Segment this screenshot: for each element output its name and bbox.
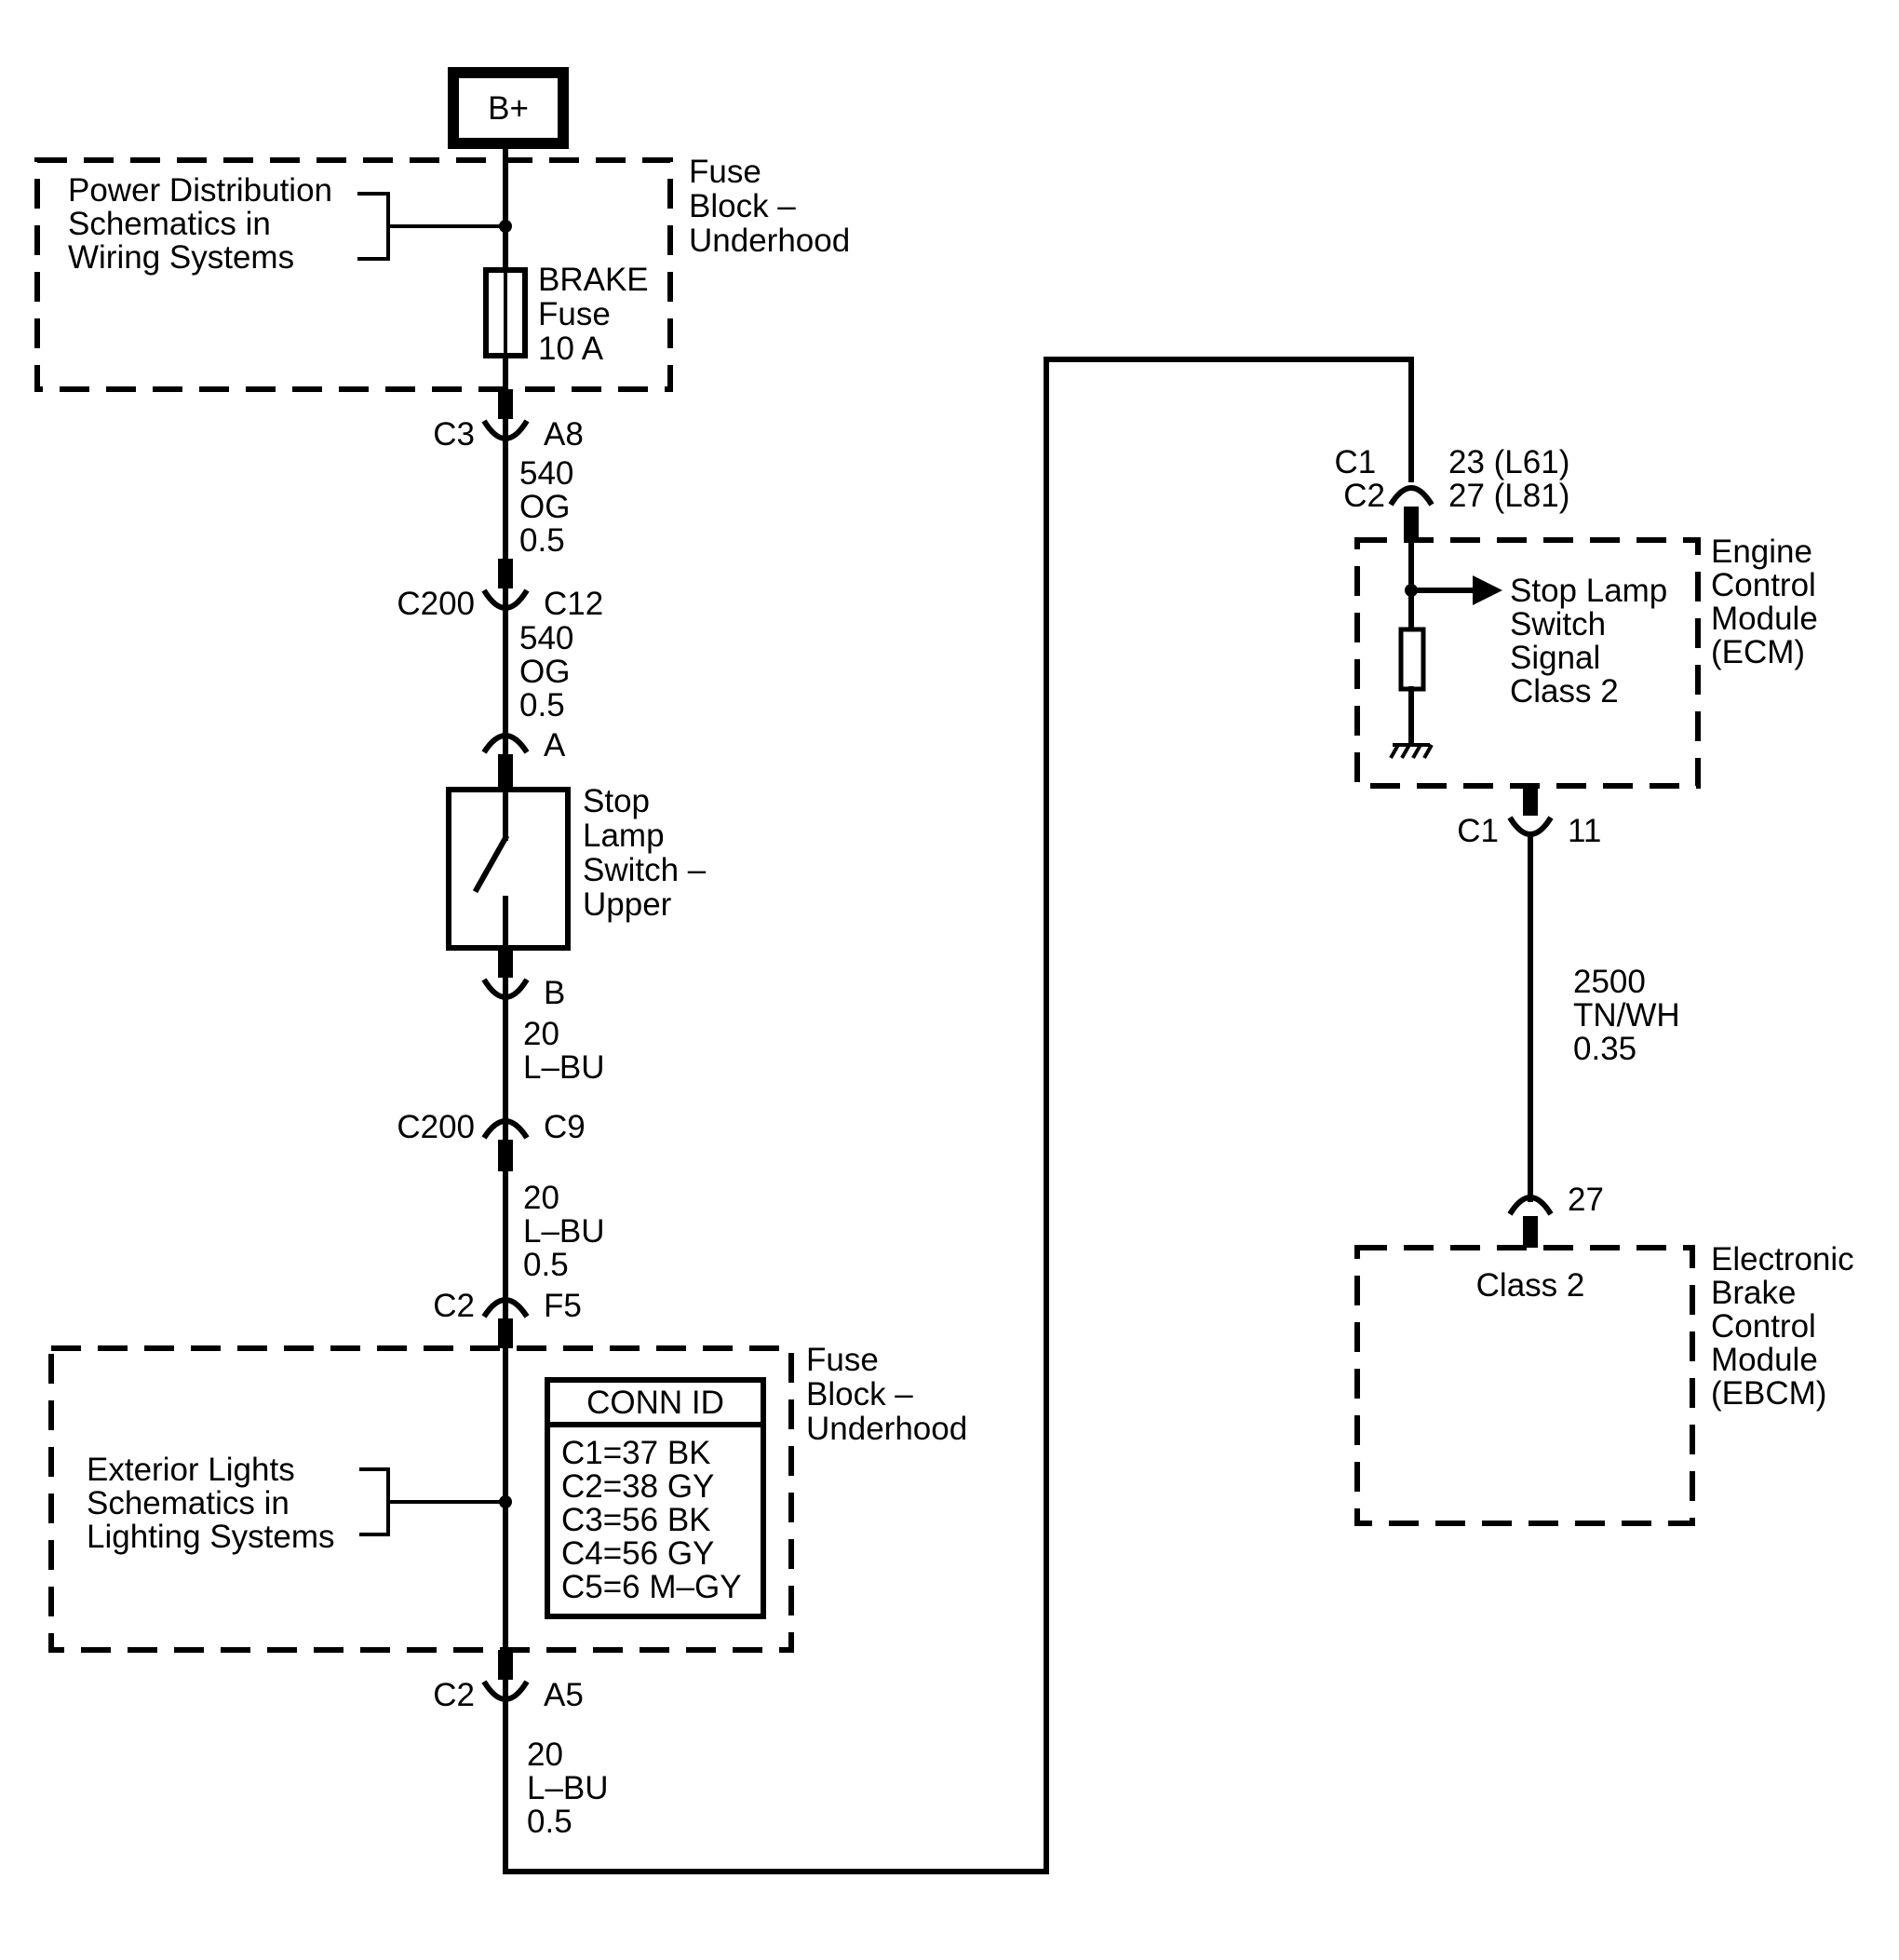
- wire-540-og-lower: 540 OG 0.5: [519, 620, 583, 723]
- svg-text:11: 11: [1568, 813, 1601, 849]
- signal-arrow-icon: [1473, 575, 1502, 605]
- svg-text:C9: C9: [544, 1109, 586, 1145]
- stop-lamp-switch-label: Stop Lamp Switch – Upper: [583, 783, 715, 923]
- svg-text:A: A: [544, 727, 566, 764]
- brake-fuse-label: BRAKE Fuse 10 A: [538, 262, 657, 367]
- conn-id-table: CONN ID C1=37 BK C2=38 GY C3=56 BK C4=56…: [545, 1377, 766, 1619]
- battery-positive-source: B+: [448, 67, 569, 149]
- svg-text:23 (L61) 27 (L81): 23 (L61) 27 (L81): [1448, 444, 1579, 514]
- wire-540-og-upper: 540 OG 0.5: [519, 455, 583, 559]
- ebcm-title: Electronic Brake Control Module (EBCM): [1711, 1241, 1863, 1412]
- conn-id-rows: C1=37 BK C2=38 GY C3=56 BK C4=56 GY C5=6…: [561, 1435, 742, 1605]
- stop-lamp-switch-pin-b: B: [481, 948, 565, 1011]
- svg-text:F5: F5: [544, 1288, 582, 1324]
- reference-bracket-top: [357, 192, 505, 261]
- stop-lamp-switch-upper: [446, 787, 571, 951]
- svg-text:C200: C200: [397, 1109, 475, 1145]
- fuse-block-underhood-top: Fuse Block – Underhood Power Distributio…: [34, 154, 850, 392]
- svg-text:C1 C2: C1 C2: [1335, 444, 1385, 514]
- connector-c200-c9: C200 C9: [397, 1109, 586, 1171]
- exterior-lights-reference: Exterior Lights Schematics in Lighting S…: [87, 1452, 335, 1555]
- fuse-block-top-title: Fuse Block – Underhood: [689, 154, 850, 259]
- connector-c2-a5: C2 A5: [433, 1650, 584, 1713]
- brake-fuse-icon: [483, 267, 528, 358]
- power-distribution-reference: Power Distribution Schematics in Wiring …: [68, 172, 342, 276]
- svg-text:C12: C12: [544, 586, 603, 622]
- svg-text:C3: C3: [433, 416, 475, 453]
- wire-20-lbu-middle: 20 L–BU 0.5: [523, 1180, 613, 1283]
- fuse-block-underhood-bottom: Fuse Block – Underhood Exterior Lights S…: [48, 1342, 967, 1653]
- resistor-icon: [1398, 627, 1426, 692]
- b-plus-label: B+: [488, 90, 529, 127]
- wire-20-lbu-lower: 20 L–BU 0.5: [527, 1737, 617, 1840]
- connector-ebcm-27: 27: [1507, 1182, 1604, 1248]
- reference-bracket-bottom: [359, 1467, 505, 1536]
- connector-c3-a8: C3 A8: [433, 389, 584, 453]
- connector-c200-c12: C200 C12: [397, 559, 603, 622]
- ecm-input-connector: C1 C2 23 (L61) 27 (L81): [1335, 444, 1579, 540]
- svg-text:C2: C2: [433, 1288, 475, 1324]
- ecm-title: Engine Control Module (ECM): [1711, 534, 1827, 670]
- splice-dot-bottom: [499, 1495, 512, 1508]
- wire-2500-tn-wh-label: 2500 TN/WH 0.35: [1573, 964, 1689, 1067]
- svg-text:B: B: [544, 975, 565, 1011]
- svg-text:C2: C2: [433, 1677, 475, 1713]
- svg-text:A5: A5: [544, 1677, 584, 1713]
- switch-contact-icon: [472, 833, 510, 894]
- svg-text:A8: A8: [544, 416, 584, 453]
- connector-c2-f5: C2 F5: [433, 1288, 582, 1348]
- stop-lamp-switch-pin-a: A: [481, 727, 566, 790]
- svg-text:C200: C200: [397, 586, 475, 622]
- fuse-block-bottom-title: Fuse Block – Underhood: [806, 1342, 967, 1447]
- connector-ecm-c1-11: C1 11: [1457, 786, 1601, 849]
- svg-text:C1: C1: [1457, 813, 1499, 849]
- ecm-signal-label: Stop Lamp Switch Signal Class 2: [1510, 573, 1677, 710]
- conn-id-title: CONN ID: [586, 1385, 724, 1421]
- wire-20-lbu-upper: 20 L–BU: [523, 1016, 605, 1086]
- ground-icon: [1389, 743, 1434, 759]
- electronic-brake-control-module: Class 2: [1354, 1245, 1695, 1526]
- engine-control-module: Stop Lamp Switch Signal Class 2: [1354, 537, 1701, 789]
- ebcm-inner-label: Class 2: [1476, 1267, 1585, 1304]
- svg-text:27: 27: [1568, 1182, 1604, 1218]
